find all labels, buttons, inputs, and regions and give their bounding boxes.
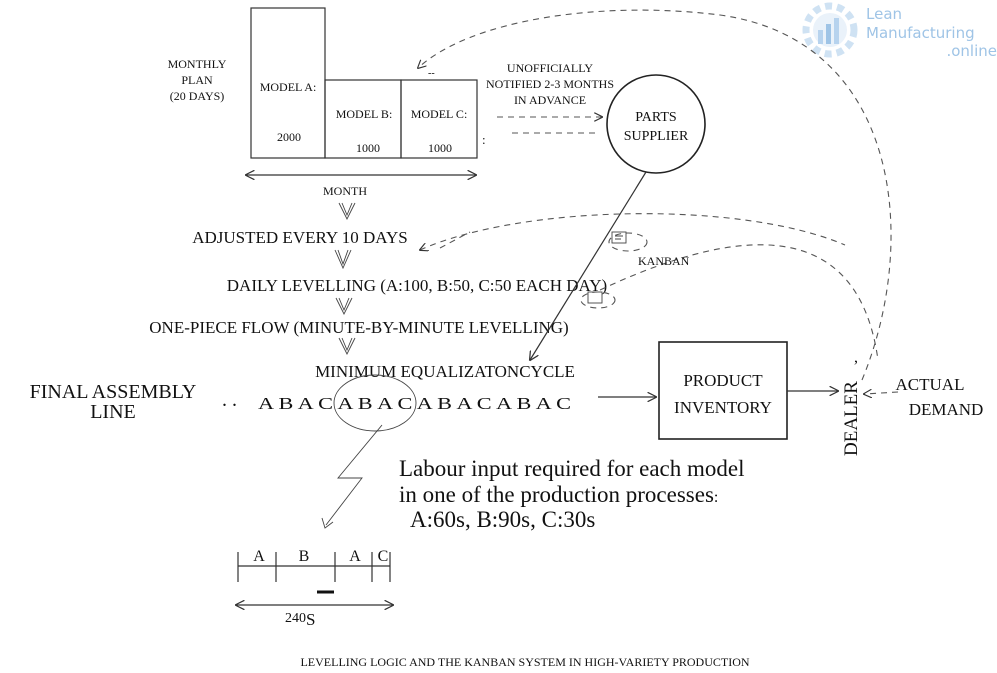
- down-arrow-one-piece: [338, 337, 356, 356]
- labour-line2-colon: :: [714, 489, 718, 506]
- plan-dash-mark: --: [428, 68, 435, 79]
- plan-label-line3: (20 DAYS): [170, 89, 225, 103]
- supplier-delivery-arrow: [530, 171, 647, 360]
- timeline-c: C: [378, 548, 389, 565]
- inventory-box: [658, 341, 788, 440]
- watermark-line3: .online: [946, 42, 997, 60]
- supplier-circle: [606, 74, 706, 174]
- zigzag-arrowhead: [321, 517, 334, 529]
- kanban-dashed-loop-outer: [420, 213, 846, 250]
- parts-supplier: UNOFFICIALLY NOTIFIED 2-3 MONTHS IN ADVA…: [418, 9, 892, 381]
- down-arrow-month: [338, 202, 356, 221]
- bar-chart-icon: [818, 18, 839, 44]
- down-arrow-adjusted: [334, 249, 352, 270]
- supplier-name-line2: SUPPLIER: [624, 129, 689, 144]
- supplier-name-line1: PARTS: [635, 110, 676, 125]
- levelling-steps: ADJUSTED EVERY 10 DAYS DAILY LEVELLING (…: [149, 171, 879, 361]
- watermark-line2: Manufacturing: [866, 24, 975, 42]
- month-label: MONTH: [323, 184, 367, 198]
- monthly-plan: MONTHLY PLAN (20 DAYS) MODEL A: 2000 MOD…: [168, 7, 486, 221]
- demand-to-dealer-arrow: [864, 392, 899, 394]
- model-c-qty: 1000: [428, 141, 452, 155]
- plan-label-line1: MONTHLY: [168, 57, 227, 71]
- labour-line2-text: in one of the production processes: [399, 482, 714, 507]
- one-piece-flow: ONE-PIECE FLOW (MINUTE-BY-MINUTE LEVELLI…: [149, 318, 568, 337]
- timeline-b: B: [299, 548, 310, 565]
- timeline-a2: A: [349, 548, 361, 565]
- kanban-dashed-branch: [439, 231, 471, 249]
- plan-colon-mark: :: [482, 132, 486, 147]
- demand-info-dashed-arrow: [418, 9, 892, 381]
- cycle-ellipse: [333, 374, 417, 432]
- final-assembly: FINAL ASSEMBLY LINE . . MINIMUM EQUALIZA…: [30, 362, 656, 529]
- inventory-line2: INVENTORY: [674, 398, 772, 417]
- kanban-card-icon: [611, 231, 627, 244]
- model-c-block: [400, 79, 478, 159]
- supplier-note-line3: IN ADVANCE: [514, 93, 586, 107]
- dealer-demand: DEALER , ACTUAL DEMAND: [841, 349, 983, 456]
- timeline-a: A: [253, 548, 265, 565]
- assembly-dots: . .: [222, 389, 237, 411]
- supplier-note-line2: NOTIFIED 2-3 MONTHS: [486, 77, 614, 91]
- labour-note: Labour input required for each model in …: [399, 456, 745, 532]
- timeline-total-unit: S: [306, 610, 315, 629]
- model-b-qty: 1000: [356, 141, 380, 155]
- supplier-note-line1: UNOFFICIALLY: [507, 61, 593, 75]
- watermark-line1: Lean: [866, 5, 902, 23]
- kanban-card-ring-2: [580, 291, 616, 309]
- model-c-label: MODEL C:: [411, 107, 468, 121]
- model-sequence: A B A C A B A C A B A C A B A C: [258, 394, 571, 413]
- zigzag-connector: [325, 424, 383, 526]
- demand-line2: DEMAND: [909, 400, 984, 419]
- cycle-title: MINIMUM EQUALIZATONCYCLE: [315, 362, 575, 381]
- product-inventory: PRODUCT INVENTORY: [658, 341, 838, 440]
- daily-levelling: DAILY LEVELLING (A:100, B:50, C:50 EACH …: [227, 276, 607, 295]
- model-a-label: MODEL A:: [260, 80, 317, 94]
- model-a-qty: 2000: [277, 130, 301, 144]
- timeline-total-num: 240: [285, 611, 306, 626]
- figure-caption: LEVELLING LOGIC AND THE KANBAN SYSTEM IN…: [300, 655, 749, 669]
- assembly-label-line1: FINAL ASSEMBLY: [30, 381, 197, 403]
- down-arrow-daily: [335, 297, 353, 316]
- cycle-timeline: A B A C 240S: [236, 548, 393, 629]
- adjusted-every-10-days: ADJUSTED EVERY 10 DAYS: [192, 228, 408, 247]
- inventory-line1: PRODUCT: [683, 371, 763, 390]
- dealer-label: DEALER: [841, 381, 862, 456]
- kanban-dashed-loop-inner: [599, 244, 879, 361]
- model-b-label: MODEL B:: [336, 107, 393, 121]
- kanban-card-lines: [615, 235, 623, 240]
- assembly-label-line2: LINE: [90, 401, 136, 423]
- labour-line1: Labour input required for each model: [399, 456, 745, 481]
- kanban-label: KANBAN: [638, 254, 690, 268]
- demand-line1: ACTUAL: [896, 375, 965, 394]
- labour-line2: in one of the production processes:: [399, 482, 718, 507]
- timeline-total: 240S: [285, 610, 315, 629]
- kanban-card-ring: [608, 232, 648, 252]
- dealer-mark: ,: [854, 349, 858, 366]
- watermark-logo: Lean Manufacturing .online: [802, 2, 997, 60]
- plan-label-line2: PLAN: [181, 73, 213, 87]
- labour-line3: A:60s, B:90s, C:30s: [410, 507, 595, 532]
